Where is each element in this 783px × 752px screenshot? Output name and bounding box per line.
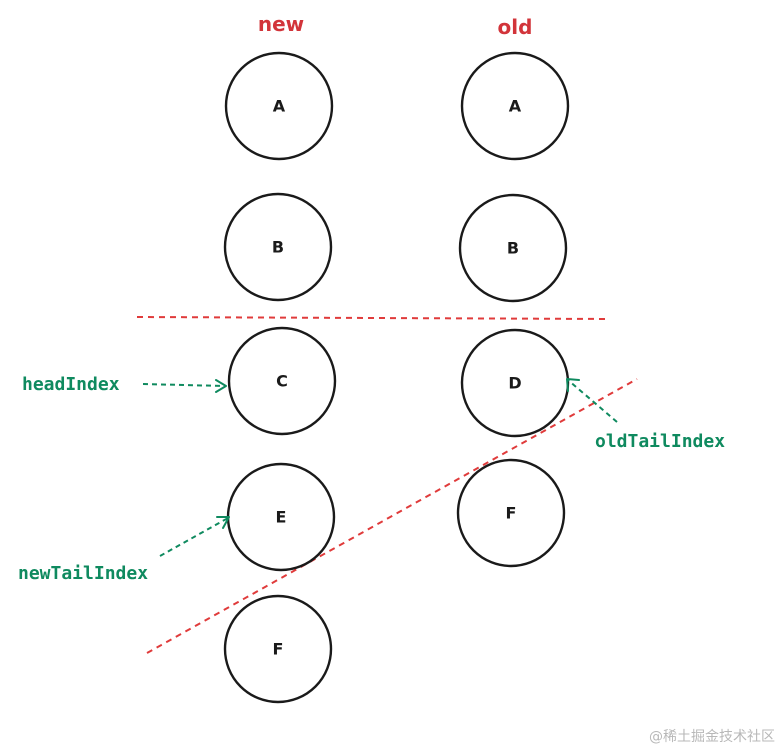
old-tail-index-arrow xyxy=(567,379,618,423)
head-index-label: headIndex xyxy=(22,374,120,395)
new-node-2: C xyxy=(227,326,337,436)
new-tail-index-arrow xyxy=(159,517,229,557)
old-tail-index-arrowhead xyxy=(566,378,580,392)
new-node-0: A xyxy=(224,51,334,161)
new-tail-index-pointer: newTailIndex xyxy=(18,516,230,584)
divider-horizontal xyxy=(136,316,611,320)
new-node-0-label: A xyxy=(273,97,286,116)
old-node-1-label: B xyxy=(507,239,519,258)
old-node-0-label: A xyxy=(509,97,522,116)
new-node-1: B xyxy=(223,192,333,302)
old-node-3: F xyxy=(456,458,566,568)
old-tail-index-pointer: oldTailIndex xyxy=(566,378,725,452)
watermark: @稀土掘金技术社区 xyxy=(649,729,775,745)
new-column-title: new xyxy=(258,12,304,36)
head-index-pointer: headIndex xyxy=(22,374,227,395)
old-tail-index-label: oldTailIndex xyxy=(595,431,725,452)
new-node-4-label: F xyxy=(273,640,284,659)
head-index-arrowhead xyxy=(215,379,227,393)
old-column-title: old xyxy=(498,15,533,39)
new-node-2-label: C xyxy=(276,372,288,391)
new-tail-index-arrowhead xyxy=(216,516,230,529)
old-node-2: D xyxy=(460,328,570,438)
new-node-1-label: B xyxy=(272,238,284,257)
new-node-3: E xyxy=(226,462,336,572)
old-node-2-label: D xyxy=(508,374,521,393)
old-node-1: B xyxy=(458,193,568,303)
old-node-3-label: F xyxy=(506,504,517,523)
old-node-0: A xyxy=(460,51,570,161)
new-node-3-label: E xyxy=(276,508,287,527)
new-tail-index-label: newTailIndex xyxy=(18,563,148,584)
new-node-4: F xyxy=(223,594,333,704)
divider-diagonal xyxy=(146,378,638,654)
head-index-arrow xyxy=(142,383,225,387)
